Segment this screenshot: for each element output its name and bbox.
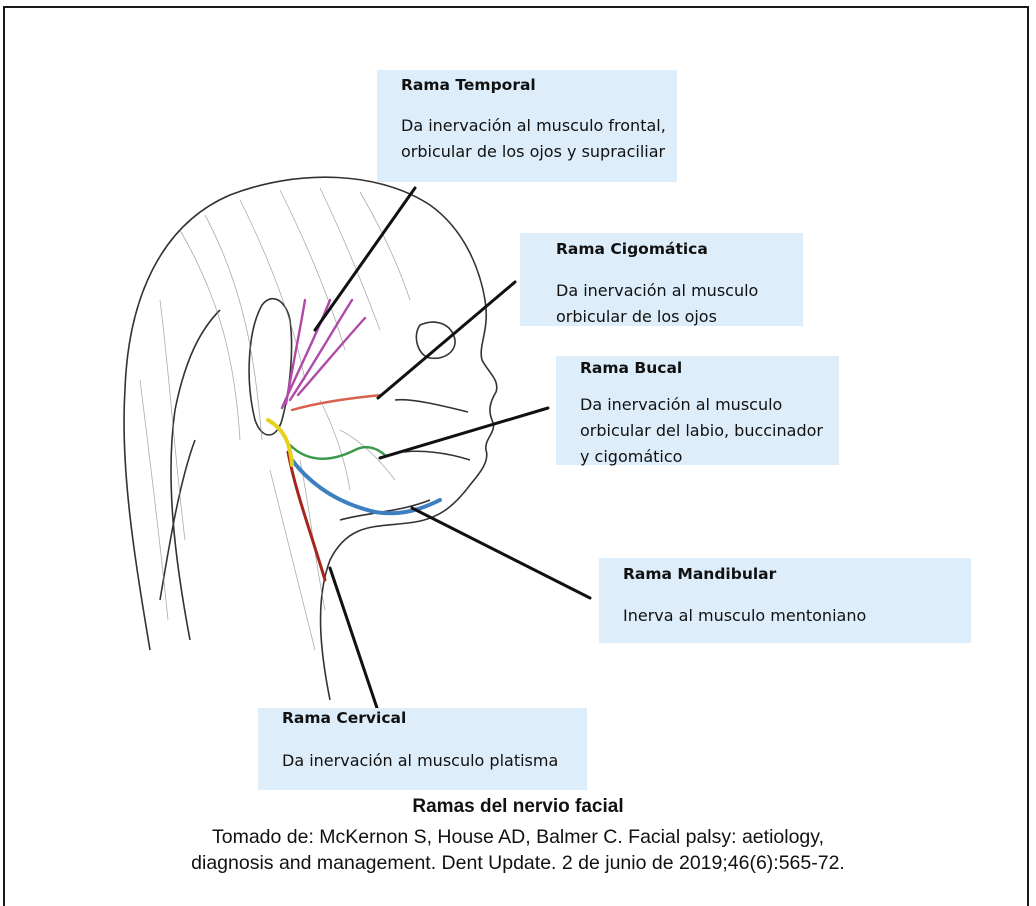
bucal-leader-line xyxy=(380,408,548,458)
mandibular-branch-description: Inerva al musculo mentoniano xyxy=(623,603,971,629)
facial-nerve-branches xyxy=(268,300,440,580)
mandibular-branch-label: Rama Mandibular Inerva al musculo menton… xyxy=(599,558,971,643)
citation-line-2: diagnosis and management. Dent Update. 2… xyxy=(0,852,1036,875)
mandibular-branch-title: Rama Mandibular xyxy=(623,564,971,584)
cervical-leader-line xyxy=(330,568,377,708)
figure-title: Ramas del nervio facial xyxy=(0,796,1036,818)
cervical-branch-description: Da inervación al musculo platisma xyxy=(282,748,587,774)
mandibular-nerve-branch xyxy=(292,460,440,513)
cigomatica-nerve-branch xyxy=(292,395,382,410)
cervical-branch-label: Rama Cervical Da inervación al musculo p… xyxy=(258,708,587,790)
cigomatica-branch-label: Rama Cigomática Da inervación al musculo… xyxy=(520,233,803,326)
cervical-nerve-branch xyxy=(288,452,325,580)
temporal-branch-title: Rama Temporal xyxy=(401,75,677,95)
bucal-branch-label: Rama Bucal Da inervación al musculo orbi… xyxy=(556,356,839,465)
temporal-branch-label: Rama Temporal Da inervación al musculo f… xyxy=(377,70,677,182)
cigomatica-branch-description: Da inervación al musculo orbicular de lo… xyxy=(556,278,803,330)
citation-line-1: Tomado de: McKernon S, House AD, Balmer … xyxy=(0,826,1036,849)
mandibular-leader-line xyxy=(412,508,590,598)
temporal-branch-description: Da inervación al musculo frontal, orbicu… xyxy=(401,113,677,165)
bucal-nerve-branch xyxy=(290,445,386,459)
bucal-branch-title: Rama Bucal xyxy=(580,358,839,378)
bucal-branch-description: Da inervación al musculo orbicular del l… xyxy=(580,392,839,470)
cervical-branch-title: Rama Cervical xyxy=(282,708,587,728)
cigomatica-branch-title: Rama Cigomática xyxy=(556,239,803,259)
